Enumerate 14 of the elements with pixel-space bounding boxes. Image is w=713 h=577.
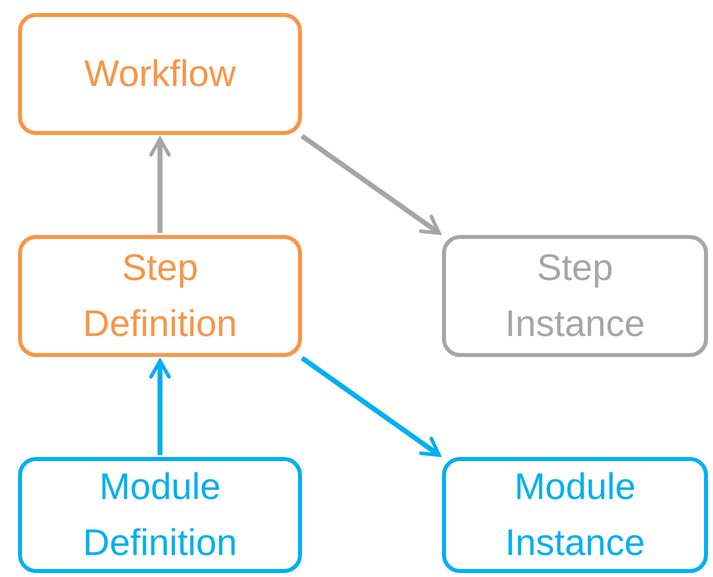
- arrow: [300, 134, 441, 236]
- rounded-box: [442, 235, 708, 357]
- rounded-box: [18, 235, 302, 357]
- node-label: Module Definition: [82, 465, 238, 565]
- arrow: [149, 137, 171, 233]
- node-label: Module Instance: [504, 465, 646, 565]
- node-label: Workflow: [83, 52, 237, 96]
- rounded-box: [18, 13, 302, 135]
- node-label: Step Definition: [82, 246, 238, 346]
- arrow: [300, 356, 441, 458]
- node-label: Step Instance: [504, 246, 646, 346]
- rounded-box: [442, 457, 708, 573]
- rounded-box: [18, 457, 302, 573]
- arrow: [149, 359, 171, 455]
